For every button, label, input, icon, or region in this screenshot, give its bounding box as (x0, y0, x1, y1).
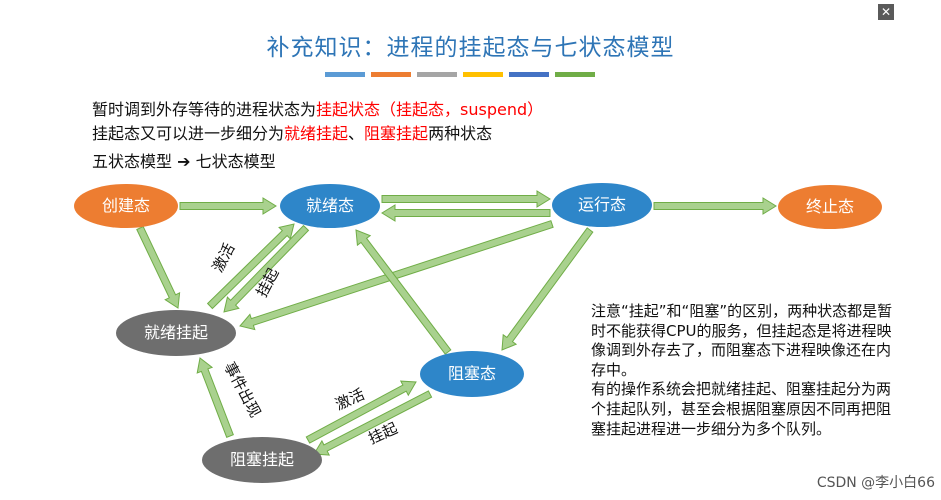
arrow-blocked-to-ready (355, 229, 452, 355)
intro-line-2-text: 挂起态又可以进一步细分为 (92, 124, 285, 143)
node-terminated-label: 终止态 (806, 197, 854, 216)
node-running-label: 运行态 (578, 195, 626, 214)
arrow-create-to-ready-suspend (136, 225, 181, 309)
node-create (74, 184, 178, 228)
node-blocked-suspend-label: 阻塞挂起 (230, 450, 294, 469)
node-running (552, 183, 652, 227)
note-paragraph-1: 注意“挂起”和“阻塞”的区别，两种状态都是暂时不能获得CPU的服务，但挂起态是将… (591, 302, 893, 379)
arrow-ready-to-ready-suspend (223, 224, 310, 313)
title-bar-2 (417, 72, 457, 77)
edge-label-suspend-upper: 挂起 (253, 265, 283, 300)
node-create-label: 创建态 (102, 196, 150, 215)
title-bar-3 (463, 72, 503, 77)
arrow-running-to-ready (381, 204, 551, 222)
page-title: 补充知识：进程的挂起态与七状态模型 (266, 35, 675, 61)
arrow-blocked-to-blocked-suspend (313, 390, 433, 456)
intro-line-2-tail: 两种状态 (428, 124, 493, 143)
node-ready (280, 184, 380, 228)
arrow-blocked-suspend-to-ready-suspend (196, 357, 234, 438)
intro-line-1-text: 暂时调到外存等待的进程状态为 (92, 100, 317, 119)
arrow-running-to-blocked (501, 227, 594, 351)
node-ready-label: 就绪态 (306, 196, 354, 215)
close-icon[interactable]: ✕ (878, 4, 894, 20)
title-bar-0 (325, 72, 365, 77)
intro-line-2-highlight-2: 阻塞挂起 (364, 124, 429, 143)
title-bar-4 (509, 72, 549, 77)
intro-line-2-highlight-1: 就绪挂起 (284, 124, 349, 143)
arrow-running-to-ready-suspend (239, 220, 554, 331)
intro-line-2: 挂起态又可以进一步细分为就绪挂起、阻塞挂起两种状态 (92, 120, 492, 144)
edge-label-event-occurs: 事件出现 (220, 359, 264, 420)
intro-line-3: 五状态模型 ➔ 七状态模型 (92, 152, 276, 171)
arrow-create-to-ready (179, 197, 277, 215)
node-ready-suspend (116, 310, 236, 356)
note-paragraph-2: 有的操作系统会把就绪挂起、阻塞挂起分为两个挂起队列，甚至会根据阻塞原因不同再把阻… (591, 380, 892, 438)
title-color-bars (325, 72, 595, 77)
arrows-layer (136, 190, 777, 456)
node-ready-suspend-label: 就绪挂起 (144, 323, 208, 342)
intro-line-1: 暂时调到外存等待的进程状态为挂起状态（挂起态，suspend） (92, 96, 543, 120)
node-blocked (420, 351, 524, 397)
node-blocked-label: 阻塞态 (448, 364, 496, 383)
arrow-ready-to-running (381, 190, 551, 208)
arrow-blocked-suspend-activate-to-blocked (305, 380, 417, 444)
intro-line-1-highlight: 挂起状态（挂起态，suspend） (316, 100, 544, 119)
title-bar-5 (555, 72, 595, 77)
arrow-running-to-terminated (653, 197, 777, 215)
intro-line-2-separator: 、 (348, 124, 365, 143)
csdn-watermark: CSDN @李小白66 (816, 475, 935, 491)
note-box: 注意“挂起”和“阻塞”的区别，两种状态都是暂时不能获得CPU的服务，但挂起态是将… (591, 302, 896, 439)
node-terminated (778, 185, 882, 229)
edge-label-activate-upper: 激活 (209, 240, 239, 275)
arrow-ready-suspend-activate-to-ready (206, 223, 295, 310)
title-bar-1 (371, 72, 411, 77)
node-blocked-suspend (202, 437, 322, 483)
